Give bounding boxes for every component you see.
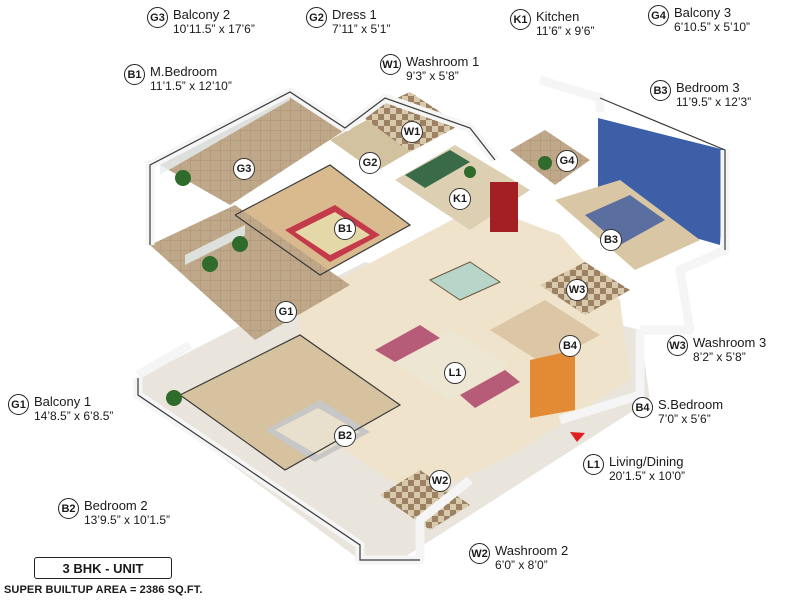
- legend-dims: 7’0” x 5’6”: [658, 412, 711, 426]
- balcony-2-floor: [160, 92, 345, 205]
- room-marker-g1: G1: [275, 301, 297, 323]
- unit-type-box: 3 BHK - UNIT: [34, 557, 172, 579]
- legend-dims: 7’11” x 5’1”: [332, 22, 391, 36]
- legend-badge: G4: [648, 5, 669, 26]
- legend-name: Dress 1: [332, 7, 377, 22]
- wall-outlines: [137, 91, 726, 561]
- room-marker-k1: K1: [449, 188, 471, 210]
- legend-badge: W1: [380, 54, 401, 75]
- legend-badge: G2: [306, 7, 327, 28]
- legend-badge: G3: [147, 7, 168, 28]
- room-marker-b3: B3: [600, 229, 622, 251]
- legend-name: Kitchen: [536, 9, 580, 24]
- legend-name: Washroom 3: [693, 335, 767, 350]
- legend-name: Washroom 1: [406, 54, 480, 69]
- bedroom-3-bed: [585, 195, 665, 245]
- room-marker-l1: L1: [444, 362, 466, 384]
- legend-name: S.Bedroom: [658, 397, 724, 412]
- super-builtup-area: SUPER BUILTUP AREA = 2386 SQ.FT.: [4, 584, 203, 596]
- dining-table: [428, 261, 502, 301]
- legend-badge: B1: [124, 64, 145, 85]
- room-marker-w3: W3: [566, 279, 588, 301]
- legend-name: M.Bedroom: [150, 64, 218, 79]
- legend-badge: W2: [469, 543, 490, 564]
- bedroom-2-floor: [180, 335, 400, 470]
- legend-dims: 6’10.5” x 5’10”: [674, 20, 751, 34]
- room-marker-g2: G2: [359, 152, 381, 174]
- fridge: [490, 182, 518, 232]
- entry-arrow: [570, 432, 585, 442]
- legend-dims: 11’9.5” x 12’3”: [676, 95, 752, 109]
- legend-dims: 20’1.5” x 10’0”: [609, 469, 686, 483]
- legend-name: Living/Dining: [609, 454, 684, 469]
- room-marker-b4: B4: [559, 335, 581, 357]
- legend-dims: 6’0” x 8’0”: [495, 558, 548, 572]
- room-marker-w1: W1: [401, 121, 423, 143]
- legend-dims: 8’2” x 5’8”: [693, 350, 746, 364]
- room-marker-g3: G3: [233, 158, 255, 180]
- legend-name: Balcony 1: [34, 394, 92, 409]
- legend-name: Balcony 2: [173, 7, 231, 22]
- legend-name: Balcony 3: [674, 5, 732, 20]
- legend-badge: K1: [510, 9, 531, 30]
- room-marker-b2: B2: [334, 425, 356, 447]
- entrance-door: [530, 350, 575, 418]
- living-sofa: [375, 325, 440, 362]
- washroom-2-floor: [380, 470, 470, 530]
- legend-name: Bedroom 2: [84, 498, 148, 513]
- legend-badge: B3: [650, 80, 671, 101]
- legend-dims: 14’8.5” x 6’8.5”: [34, 409, 114, 423]
- legend-dims: 11’6” x 9’6”: [536, 24, 595, 38]
- room-marker-b1: B1: [334, 218, 356, 240]
- legend-badge: B4: [632, 397, 653, 418]
- legend-dims: 9’3” x 5’8”: [406, 69, 459, 83]
- balcony-3-floor: [510, 130, 590, 185]
- room-marker-g4: G4: [556, 150, 578, 172]
- legend-badge: G1: [8, 394, 29, 415]
- plants: [166, 156, 552, 406]
- room-marker-w2: W2: [429, 470, 451, 492]
- legend-badge: B2: [58, 498, 79, 519]
- legend-dims: 10’11.5” x 17’6”: [173, 22, 255, 36]
- legend-badge: L1: [583, 454, 604, 475]
- legend-badge: W3: [667, 335, 688, 356]
- legend-name: Washroom 2: [495, 543, 569, 558]
- legend-dims: 13’9.5” x 10’1.5”: [84, 513, 171, 527]
- legend-dims: 11’1.5” x 12’10”: [150, 79, 232, 93]
- legend-name: Bedroom 3: [676, 80, 740, 95]
- balcony-1-floor: [150, 205, 350, 340]
